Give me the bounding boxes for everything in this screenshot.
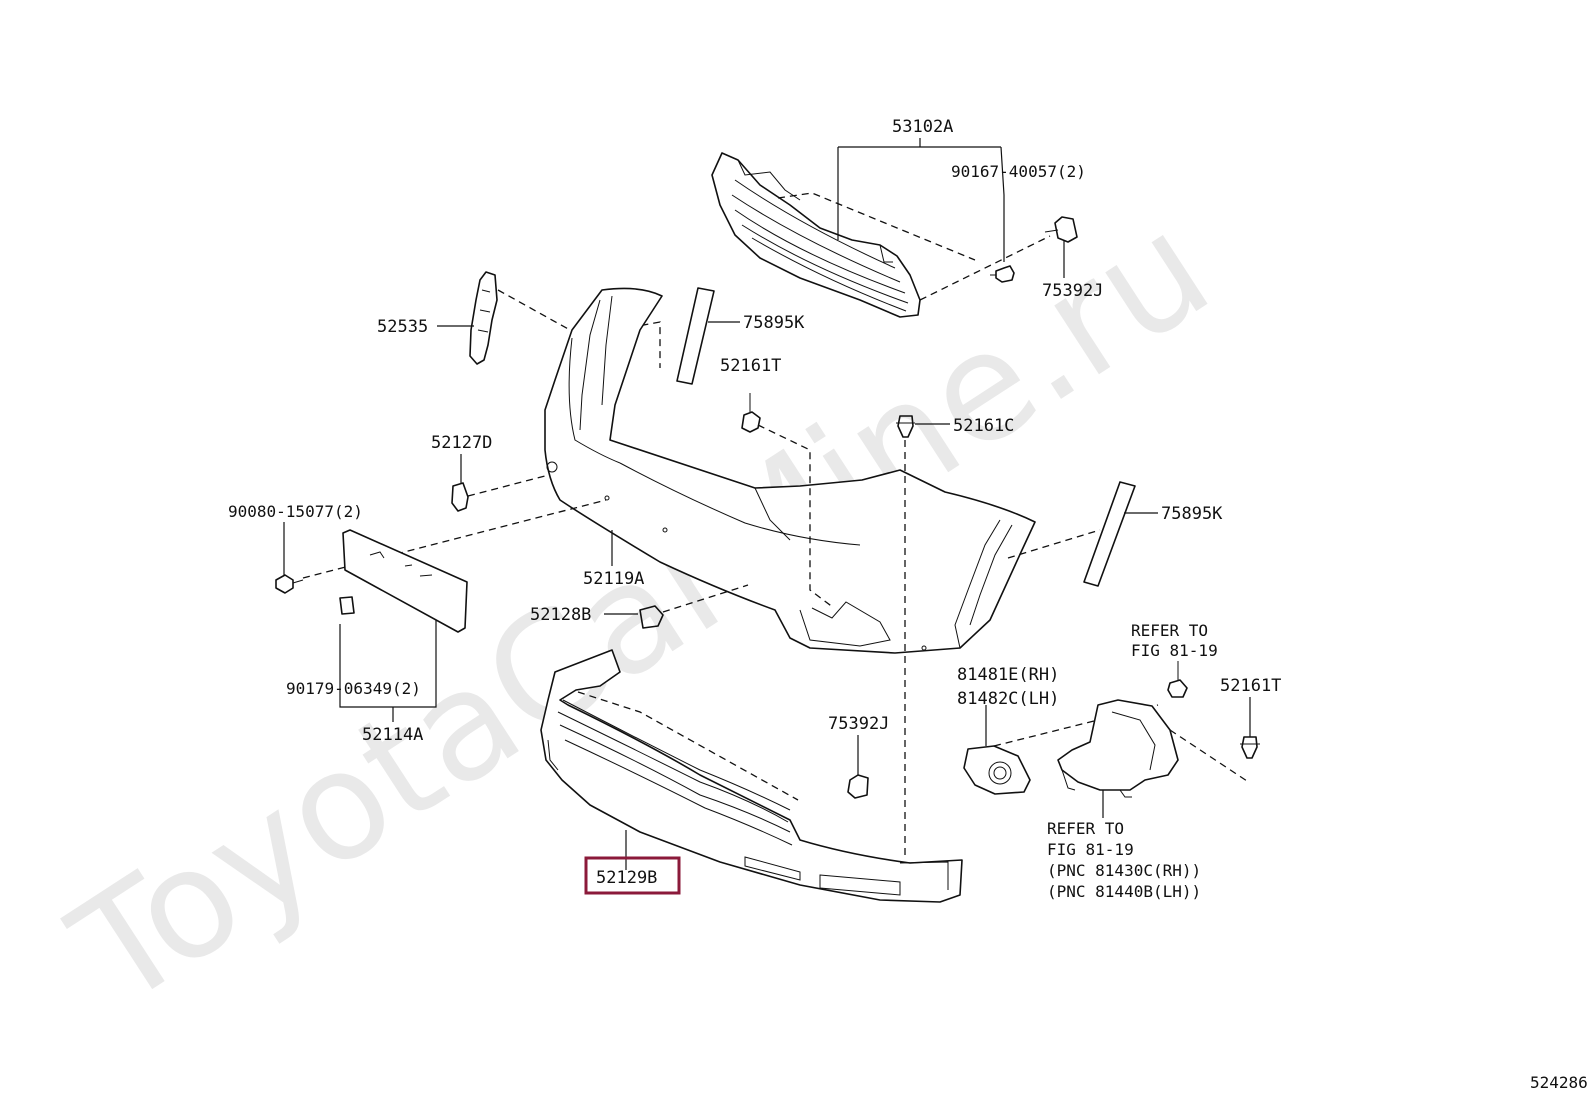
refer-note-1-line1[interactable]: REFER TO (1131, 621, 1208, 640)
label-90179-06349[interactable]: 90179-06349(2) (286, 679, 421, 698)
label-52161T-right[interactable]: 52161T (1220, 676, 1281, 696)
leader-90167 (1000, 146, 1005, 262)
diagram-id: 524286 (1530, 1073, 1588, 1092)
lower-cover-52129B[interactable] (540, 649, 963, 903)
cap-52127D[interactable] (451, 482, 469, 512)
dash-81481E (993, 704, 1159, 747)
dash-52161T (757, 424, 835, 609)
cap-52128B[interactable] (639, 605, 664, 629)
screw-90167-40057[interactable] (990, 265, 1015, 283)
label-52161T-top[interactable]: 52161T (720, 356, 781, 376)
plate-52114A[interactable] (342, 529, 468, 633)
dash-grille-bottom (919, 235, 1051, 301)
label-52119A[interactable]: 52119A (583, 569, 644, 589)
label-75392J-bottom[interactable]: 75392J (828, 714, 889, 734)
label-90080-15077[interactable]: 90080-15077(2) (228, 502, 363, 521)
label-75392J-top[interactable]: 75392J (1042, 281, 1103, 301)
strip-75895K-right[interactable] (1083, 481, 1136, 587)
refer-note-2-line1[interactable]: REFER TO (1047, 819, 1124, 838)
nut-90179-06349[interactable] (339, 596, 355, 615)
dash-75895K-right (1007, 529, 1101, 559)
fog-bezel-81481E-81482C[interactable] (963, 745, 1031, 795)
clip-75392J-bottom[interactable] (847, 774, 869, 799)
upper-grille-53102A[interactable] (711, 152, 921, 318)
leader-53102A (837, 138, 1001, 240)
label-90167-40057[interactable]: 90167-40057(2) (951, 162, 1086, 181)
dash-52535 (497, 289, 571, 331)
dash-52129B (577, 691, 799, 801)
clip-75392J-top[interactable] (1044, 216, 1078, 243)
leader-52114A (339, 620, 437, 708)
dash-52128B (662, 584, 749, 613)
label-81481E[interactable]: 81481E(RH) (957, 665, 1059, 685)
fog-lamp-assembly[interactable] (1057, 699, 1179, 798)
bracket-52535[interactable] (469, 271, 498, 365)
bumper-cover-52119A[interactable] (544, 287, 1036, 654)
label-52128B[interactable]: 52128B (530, 605, 591, 625)
strip-75895K-left[interactable] (676, 287, 715, 385)
label-81482C[interactable]: 81482C(LH) (957, 689, 1059, 709)
dash-fog-lamp (1169, 729, 1251, 784)
label-52161C[interactable]: 52161C (953, 416, 1014, 436)
label-52129B[interactable]: 52129B (596, 868, 657, 888)
label-75895K-right[interactable]: 75895K (1161, 504, 1223, 524)
screw-fog-mount[interactable] (1167, 661, 1188, 698)
dash-52127D (467, 475, 546, 497)
clip-52161T-top[interactable] (741, 393, 761, 433)
screw-90080-15077[interactable] (275, 574, 304, 594)
label-52127D[interactable]: 52127D (431, 433, 492, 453)
clip-52161T-right[interactable] (1240, 736, 1260, 759)
label-52535[interactable]: 52535 (377, 317, 428, 337)
label-53102A[interactable]: 53102A (892, 117, 953, 137)
refer-note-2-line3[interactable]: (PNC 81430C(RH)) (1047, 861, 1201, 880)
clip-52161C[interactable] (896, 415, 915, 438)
refer-note-2-line4[interactable]: (PNC 81440B(LH)) (1047, 882, 1201, 901)
label-52114A[interactable]: 52114A (362, 725, 423, 745)
refer-note-1-line2[interactable]: FIG 81-19 (1131, 641, 1218, 660)
label-75895K-left[interactable]: 75895K (743, 313, 805, 333)
refer-note-2-line2[interactable]: FIG 81-19 (1047, 840, 1134, 859)
highlight-box-52129B (584, 856, 681, 895)
